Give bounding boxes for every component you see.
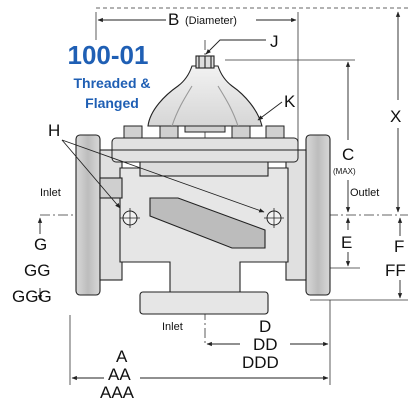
label-c-note: (MAX) xyxy=(333,167,356,176)
model-subtitle-line2: Flanged xyxy=(85,95,139,111)
label-ddd: DDD xyxy=(242,353,279,372)
label-x: X xyxy=(390,107,401,126)
label-f: F xyxy=(394,237,404,256)
model-subtitle-line1: Threaded & xyxy=(73,75,150,91)
valve-body xyxy=(75,134,331,315)
label-d: D xyxy=(259,317,271,336)
port-circles xyxy=(120,208,284,228)
label-inlet-left: Inlet xyxy=(40,187,61,199)
label-e: E xyxy=(341,233,352,252)
bonnet xyxy=(147,55,263,127)
model-title: 100-01 xyxy=(68,40,149,70)
dimension-lines xyxy=(37,11,403,381)
label-aaa: AAA xyxy=(100,383,135,402)
label-c: C xyxy=(342,145,354,164)
label-ggg: GGG xyxy=(12,287,52,306)
label-outlet: Outlet xyxy=(350,187,379,199)
label-ff: FF xyxy=(385,261,406,280)
label-gg: GG xyxy=(24,261,50,280)
label-j: J xyxy=(270,32,279,51)
label-b: B xyxy=(168,10,179,29)
label-aa: AA xyxy=(108,365,131,384)
label-h: H xyxy=(48,121,60,140)
label-g: G xyxy=(34,235,47,254)
label-b-note: (Diameter) xyxy=(185,15,237,27)
label-k: K xyxy=(284,92,296,111)
label-dd: DD xyxy=(253,335,278,354)
label-a: A xyxy=(116,347,128,366)
label-inlet-bottom: Inlet xyxy=(162,321,183,333)
cover-flange xyxy=(111,117,299,163)
